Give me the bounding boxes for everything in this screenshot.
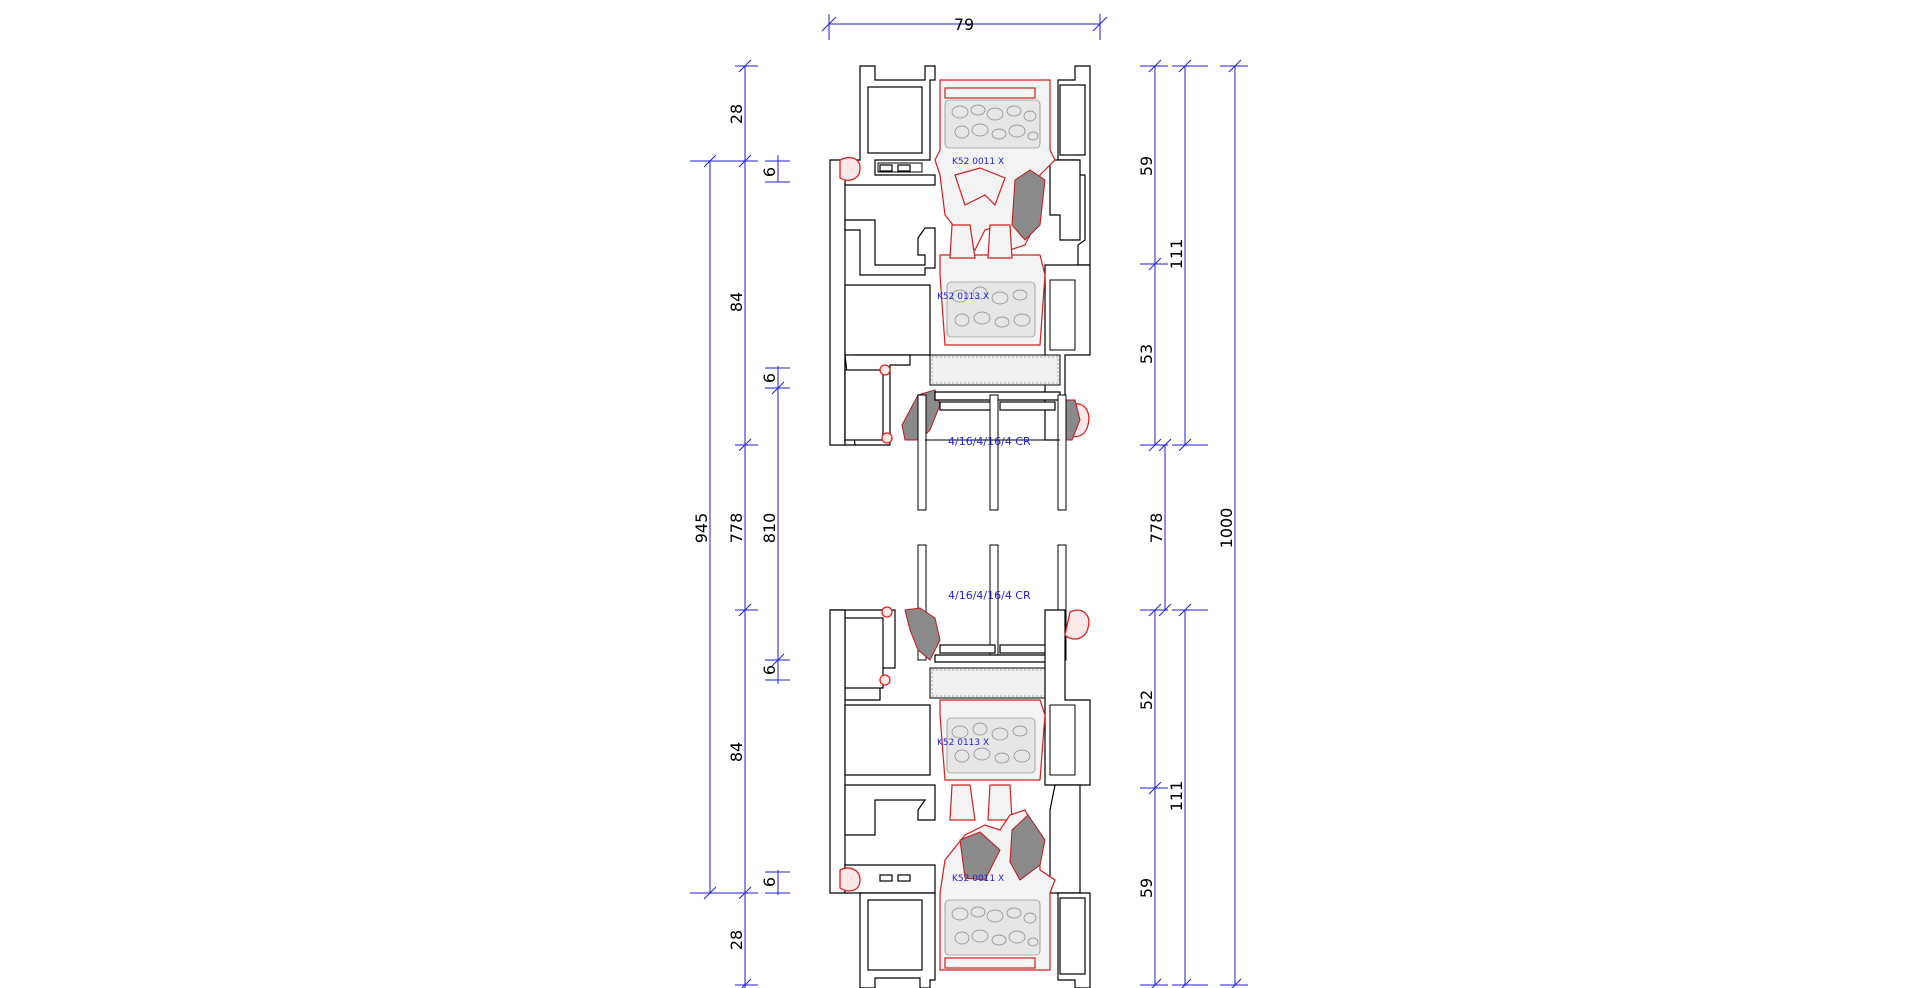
- glass-label-bottom: 4/16/4/16/4 CR: [948, 589, 1031, 602]
- width-dim-label: 79: [954, 15, 974, 34]
- left-dim-6-b: 6: [760, 373, 779, 383]
- left-dim-810: 810: [760, 513, 779, 544]
- left-dim-945: 945: [692, 513, 711, 544]
- gasket-label-top-2: K52 0113 X: [937, 292, 989, 302]
- top-width-dimension: 79: [821, 14, 1108, 40]
- left-dim-6-a: 6: [760, 167, 779, 177]
- right-dim-53: 53: [1137, 344, 1156, 364]
- left-dimension-chain: 28 84 778 84 28 945 6 6 810 6 6: [690, 59, 790, 988]
- left-dim-778: 778: [727, 513, 746, 544]
- right-dimension-chain: 59 53 778 52 59 111 111 1000: [1137, 59, 1248, 988]
- gasket-label-bottom-1: K52 0113 X: [937, 738, 989, 748]
- left-dim-6-d: 6: [760, 877, 779, 887]
- right-dim-111-bottom: 111: [1167, 781, 1186, 812]
- left-dim-6-c: 6: [760, 665, 779, 675]
- right-dim-59-top: 59: [1137, 156, 1156, 176]
- left-dim-28-bottom: 28: [727, 930, 746, 950]
- right-dim-59-bottom: 59: [1137, 878, 1156, 898]
- glass-label-top: 4/16/4/16/4 CR: [948, 435, 1031, 448]
- right-dim-52: 52: [1137, 690, 1156, 710]
- left-dim-84-top: 84: [727, 292, 746, 312]
- left-dim-28-top: 28: [727, 104, 746, 124]
- top-profile-assembly: K52 0011 X K52 0113 X 4/16/4/16/4 CR: [829, 65, 1091, 511]
- right-dim-1000: 1000: [1217, 508, 1236, 549]
- right-dim-778: 778: [1147, 513, 1166, 544]
- left-dim-84-bottom: 84: [727, 742, 746, 762]
- right-dim-111-top: 111: [1167, 239, 1186, 270]
- bottom-profile-assembly: 4/16/4/16/4 CR K52 0113 X K52 0011 X: [829, 544, 1091, 988]
- gasket-label-bottom-2: K52 0011 X: [952, 874, 1004, 884]
- gasket-label-top-1: K52 0011 X: [952, 157, 1004, 167]
